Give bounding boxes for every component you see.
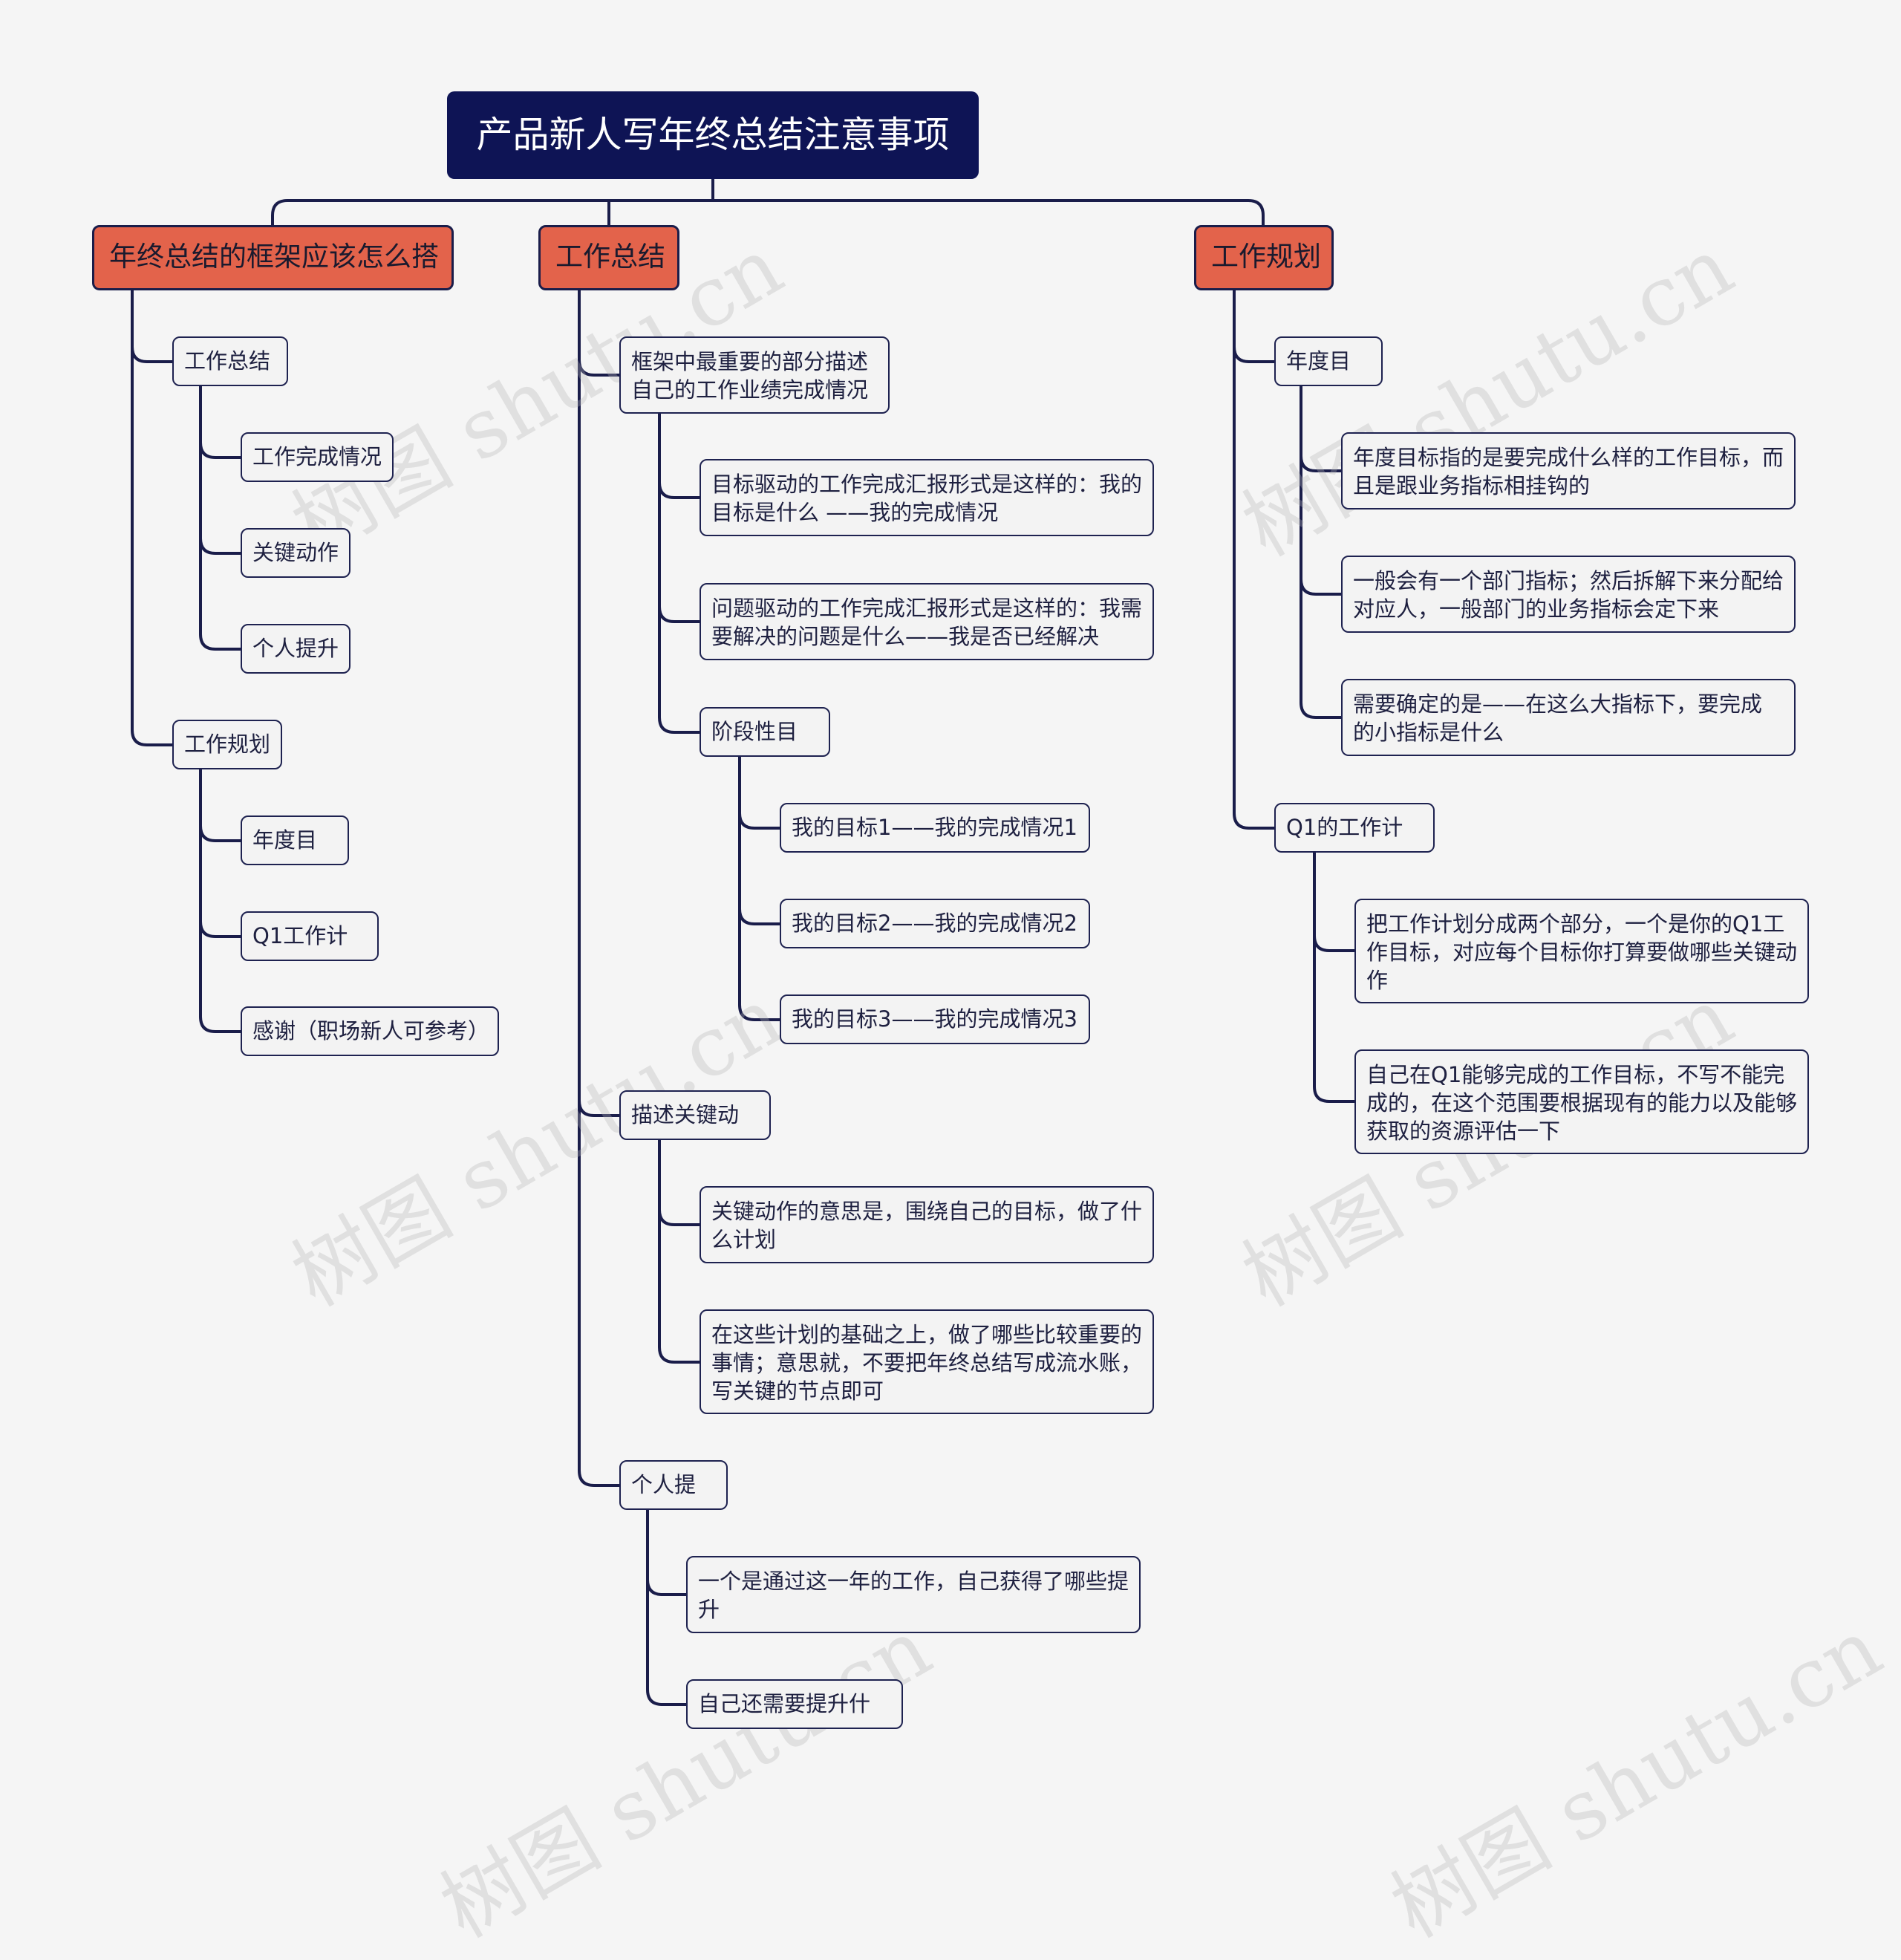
link-b2-c1 (578, 290, 619, 377)
link-b1-p2 (199, 769, 241, 938)
link-b3-c2-1 (1313, 853, 1354, 952)
link-b2-c1-2 (658, 414, 700, 623)
topic-goal-1[interactable]: 我的目标1——我的完成情况1 (780, 803, 1090, 853)
link-b2-c2-1 (658, 1140, 700, 1226)
topic-key-action-meaning[interactable]: 关键动作的意思是，围绕自己的目标，做了什 么计划 (700, 1186, 1154, 1263)
link-b1-p1 (199, 769, 241, 842)
topic-q1-work-plan[interactable]: Q1的工作计划 (1274, 803, 1435, 853)
link-b3-c1-2 (1300, 386, 1341, 596)
topic-annual-goal-definition[interactable]: 年度目标指的是要完成什么样的工作目标，而 且是跟业务指标相挂钩的 (1341, 432, 1796, 509)
link-b1-s3 (199, 386, 241, 651)
link-b2-c3-2 (646, 1510, 686, 1706)
topic-plan-annual-goal[interactable]: 年度目标 (1274, 336, 1383, 386)
topic-department-target[interactable]: 一般会有一个部门指标；然后拆解下来分配给 对应人，一般部门的业务指标会定下来 (1341, 556, 1796, 633)
branch-work-plan[interactable]: 工作规划 (1194, 225, 1334, 290)
root-topic[interactable]: 产品新人写年终总结注意事项 (447, 91, 979, 179)
topic-personal-growth[interactable]: 个人提升 (241, 624, 350, 674)
link-b2-c3 (578, 290, 619, 1487)
link-b1-p3 (199, 769, 241, 1033)
topic-growth-needed[interactable]: 自己还需要提升什么 (686, 1679, 903, 1729)
link-b1-summary (131, 290, 172, 363)
connector-lines (131, 179, 1354, 1706)
topic-describe-key-actions[interactable]: 描述关键动作 (619, 1090, 771, 1140)
link-b3-c1-1 (1300, 386, 1341, 472)
topic-key-actions[interactable]: 关键动作 (241, 528, 350, 578)
link-b2-c2 (578, 290, 619, 1117)
topic-sub-target[interactable]: 需要确定的是——在这么大指标下，要完成 的小指标是什么 (1341, 679, 1796, 756)
topic-growth-gained[interactable]: 一个是通过这一年的工作，自己获得了哪些提 升 (686, 1556, 1141, 1633)
topic-growth[interactable]: 个人提升 (619, 1460, 728, 1510)
topic-q1-two-parts[interactable]: 把工作计划分成两个部分，一个是你的Q1工 作目标，对应每个目标你打算要做哪些关键… (1354, 899, 1809, 1003)
link-b3-c1-3 (1300, 386, 1341, 719)
link-b2-stage-3 (738, 757, 780, 1021)
topic-completion[interactable]: 工作完成情况 (241, 432, 394, 482)
topic-goal-driven[interactable]: 目标驱动的工作完成汇报形式是这样的：我的 目标是什么 ——我的完成情况 (700, 459, 1154, 536)
topic-work-plan[interactable]: 工作规划 (172, 720, 282, 769)
topic-goal-3[interactable]: 我的目标3——我的完成情况3 (780, 994, 1090, 1044)
link-b1-s2 (199, 386, 241, 555)
link-b1-plan (131, 290, 172, 746)
link-b2-stage-2 (738, 757, 780, 925)
link-b2-c1-3 (658, 414, 700, 734)
topic-work-summary[interactable]: 工作总结 (172, 336, 288, 386)
link-b3-c2-2 (1313, 853, 1354, 1103)
topic-thanks[interactable]: 感谢（职场新人可参考） (241, 1006, 499, 1056)
mind-map-canvas: 树图 shutu.cn 树图 shutu.cn 树图 shutu.cn 树图 s… (92, 91, 1897, 1956)
topic-q1-achievable[interactable]: 自己在Q1能够完成的工作目标，不写不能完 成的，在这个范围要根据现有的能力以及能… (1354, 1049, 1809, 1154)
branch-work-summary[interactable]: 工作总结 (538, 225, 679, 290)
topic-describe-performance[interactable]: 框架中最重要的部分描述 自己的工作业绩完成情况 (619, 336, 890, 414)
topic-stage-goals[interactable]: 阶段性目标 (700, 707, 830, 757)
topic-q1-plan[interactable]: Q1工作计划 (241, 911, 379, 961)
link-root-bar (271, 199, 1265, 225)
topic-key-action-details[interactable]: 在这些计划的基础之上，做了哪些比较重要的 事情；意思就，不要把年终总结写成流水账… (700, 1309, 1154, 1414)
topic-goal-2[interactable]: 我的目标2——我的完成情况2 (780, 899, 1090, 948)
link-b2-c1-1 (658, 414, 700, 499)
branch-framework[interactable]: 年终总结的框架应该怎么搭 (92, 225, 454, 290)
topic-problem-driven[interactable]: 问题驱动的工作完成汇报形式是这样的：我需 要解决的问题是什么——我是否已经解决 (700, 583, 1154, 660)
link-b1-s1 (199, 386, 241, 459)
link-b3-c2 (1233, 290, 1274, 830)
topic-annual-goal[interactable]: 年度目标 (241, 815, 349, 865)
link-b3-c1 (1233, 290, 1274, 363)
link-b2-c3-1 (646, 1510, 686, 1596)
link-b2-c2-2 (658, 1140, 700, 1364)
link-b2-stage-1 (738, 757, 780, 830)
